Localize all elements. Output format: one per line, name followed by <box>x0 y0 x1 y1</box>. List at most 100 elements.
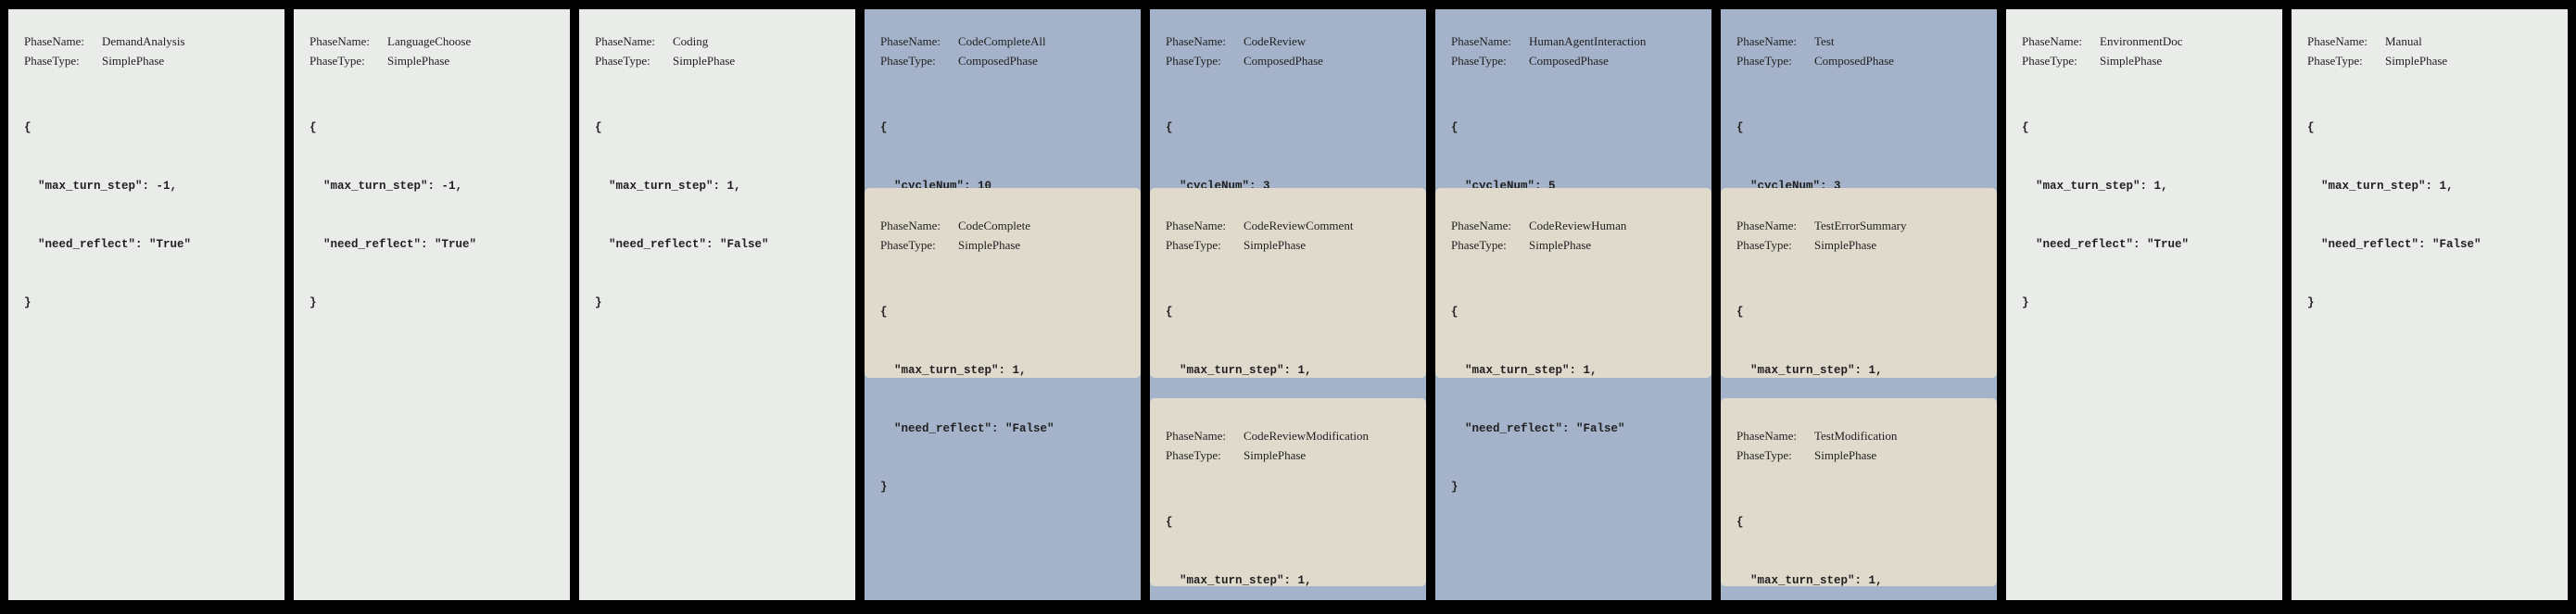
phase-name-value: TestModification <box>1814 429 1898 443</box>
phase-name-value: CodeReview <box>1244 34 1307 48</box>
phase-type-label: PhaseType: <box>1451 54 1507 68</box>
config-line: } <box>1451 481 1458 494</box>
phase-name-label: PhaseName: <box>24 34 84 48</box>
phase-name-label: PhaseName: <box>1736 429 1797 443</box>
config-line: { <box>2022 121 2029 134</box>
phase-type-row: PhaseType: SimplePhase <box>1736 445 1986 465</box>
phase-type-value: SimplePhase <box>1529 238 1592 252</box>
config-line: "max_turn_step": 1, <box>1166 364 1312 377</box>
subphase-card-codereviewmodification: PhaseName: CodeReviewModification PhaseT… <box>1150 398 1426 587</box>
phase-name-value: TestErrorSummary <box>1814 219 1907 232</box>
config-line: { <box>309 121 317 134</box>
config-line: "need_reflect": "False" <box>880 422 1054 435</box>
phase-type-row: PhaseType: SimplePhase <box>24 51 273 70</box>
config-line: { <box>595 121 602 134</box>
phase-name-label: PhaseName: <box>1166 34 1226 48</box>
phase-type-value: SimplePhase <box>1814 238 1877 252</box>
phase-type-row: PhaseType: SimplePhase <box>595 51 844 70</box>
config-line: "max_turn_step": -1, <box>309 180 463 193</box>
phase-config: { "max_turn_step": 1, "need_reflect": "T… <box>2022 80 2271 352</box>
config-line: "max_turn_step": 1, <box>2022 180 2168 193</box>
phase-name-label: PhaseName: <box>2022 34 2082 48</box>
config-line: "need_reflect": "True" <box>24 238 192 251</box>
config-line: "max_turn_step": 1, <box>595 180 741 193</box>
phase-name-value: Coding <box>673 34 709 48</box>
composed-phase-header: PhaseName: HumanAgentInteraction PhaseTy… <box>1435 9 1711 251</box>
phase-name-row: PhaseName: CodeComplete <box>880 216 1130 235</box>
config-line: { <box>1451 121 1458 134</box>
config-line: { <box>880 121 888 134</box>
phase-name-value: Manual <box>2385 34 2422 48</box>
phase-type-value: ComposedPhase <box>958 54 1038 68</box>
phase-type-value: SimplePhase <box>1814 448 1877 462</box>
config-line: { <box>1166 516 1173 529</box>
subphase-divider <box>1721 378 1997 398</box>
phase-card-coding: PhaseName: Coding PhaseType: SimplePhase… <box>579 9 855 600</box>
config-line: "max_turn_step": 1, <box>1736 574 1883 587</box>
phase-type-label: PhaseType: <box>1451 238 1507 252</box>
phase-name-row: PhaseName: CodeReviewHuman <box>1451 216 1700 235</box>
phase-type-row: PhaseType: ComposedPhase <box>1451 51 1700 70</box>
phase-type-value: SimplePhase <box>673 54 736 68</box>
config-line: "need_reflect": "True" <box>309 238 477 251</box>
phase-type-value: ComposedPhase <box>1244 54 1323 68</box>
phase-name-value: EnvironmentDoc <box>2100 34 2183 48</box>
phase-type-value: ComposedPhase <box>1814 54 1894 68</box>
config-line: } <box>595 296 602 309</box>
phase-name-row: PhaseName: CodeCompleteAll <box>880 31 1130 51</box>
config-line: { <box>1736 121 1744 134</box>
phase-name-label: PhaseName: <box>1451 219 1511 232</box>
config-line: { <box>1166 121 1173 134</box>
phase-type-value: SimplePhase <box>958 238 1021 252</box>
phase-type-row: PhaseType: SimplePhase <box>880 235 1130 255</box>
composed-phase-header: PhaseName: CodeCompleteAll PhaseType: Co… <box>865 9 1141 251</box>
phase-name-row: PhaseName: CodeReviewComment <box>1166 216 1415 235</box>
config-line: "need_reflect": "False" <box>595 238 769 251</box>
phase-type-row: PhaseType: SimplePhase <box>1736 235 1986 255</box>
phase-name-value: LanguageChoose <box>387 34 472 48</box>
config-line: { <box>880 306 888 319</box>
phase-card-row: PhaseName: DemandAnalysis PhaseType: Sim… <box>8 9 2568 600</box>
phase-name-value: CodeComplete <box>958 219 1030 232</box>
phase-type-label: PhaseType: <box>2307 54 2363 68</box>
phase-card-environmentdoc: PhaseName: EnvironmentDoc PhaseType: Sim… <box>2006 9 2282 600</box>
phase-type-label: PhaseType: <box>1166 448 1221 462</box>
composed-phase-header: PhaseName: CodeReview PhaseType: Compose… <box>1150 9 1426 251</box>
phase-name-value: DemandAnalysis <box>102 34 185 48</box>
phase-card-languagechoose: PhaseName: LanguageChoose PhaseType: Sim… <box>294 9 570 600</box>
config-line: "need_reflect": "False" <box>1451 422 1625 435</box>
phase-card-manual: PhaseName: Manual PhaseType: SimplePhase… <box>2292 9 2568 600</box>
phase-type-label: PhaseType: <box>880 238 936 252</box>
phase-name-value: CodeReviewComment <box>1244 219 1354 232</box>
phase-type-label: PhaseType: <box>309 54 365 68</box>
config-line: "max_turn_step": 1, <box>1451 364 1597 377</box>
phase-card-demandanalysis: PhaseName: DemandAnalysis PhaseType: Sim… <box>8 9 284 600</box>
phase-name-label: PhaseName: <box>1736 34 1797 48</box>
phase-name-row: PhaseName: Test <box>1736 31 1986 51</box>
phase-card-humanagentinteraction: PhaseName: HumanAgentInteraction PhaseTy… <box>1435 9 1711 600</box>
config-line: { <box>2307 121 2315 134</box>
phase-name-label: PhaseName: <box>880 219 941 232</box>
phase-name-row: PhaseName: HumanAgentInteraction <box>1451 31 1700 51</box>
phase-type-label: PhaseType: <box>1736 448 1792 462</box>
config-line: } <box>880 481 888 494</box>
config-line: { <box>1736 306 1744 319</box>
phase-type-label: PhaseType: <box>1736 54 1792 68</box>
phase-type-value: ComposedPhase <box>1529 54 1609 68</box>
config-line: } <box>2307 296 2315 309</box>
config-line: { <box>1736 516 1744 529</box>
config-line: } <box>24 296 32 309</box>
phase-type-row: PhaseType: ComposedPhase <box>1166 51 1415 70</box>
phase-type-value: SimplePhase <box>387 54 450 68</box>
phase-name-label: PhaseName: <box>1451 34 1511 48</box>
phase-config: { "max_turn_step": -1, "need_reflect": "… <box>309 80 559 352</box>
subphase-card-testmodification: PhaseName: TestModification PhaseType: S… <box>1721 398 1997 587</box>
phase-type-label: PhaseType: <box>1166 54 1221 68</box>
phase-type-value: SimplePhase <box>2385 54 2448 68</box>
phase-type-label: PhaseType: <box>24 54 80 68</box>
config-line: "need_reflect": "True" <box>2022 238 2190 251</box>
subphase-card-codecomplete: PhaseName: CodeComplete PhaseType: Simpl… <box>865 188 1141 494</box>
config-line: "max_turn_step": 1, <box>880 364 1027 377</box>
phase-name-row: PhaseName: Manual <box>2307 31 2557 51</box>
